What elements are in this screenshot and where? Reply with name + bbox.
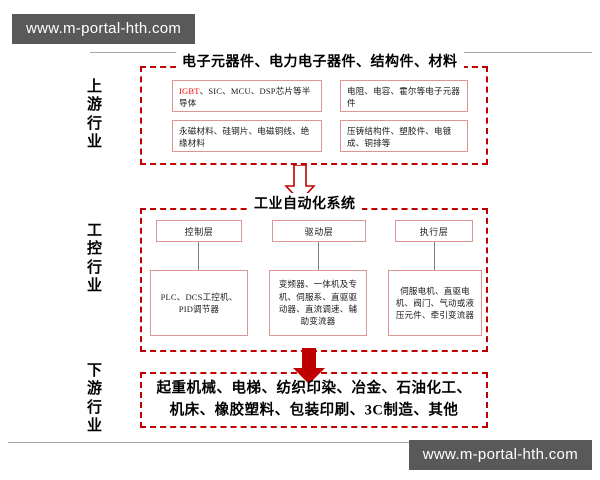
row-label-midstream: 工 控 行 业 (86, 223, 103, 294)
upstream-item-structural-parts: 压铸结构件、塑胶件、电镀成、铜排等 (340, 120, 468, 152)
upstream-item-magnetic-materials: 永磁材料、硅钢片、电磁铜线、绝缘材料 (172, 120, 322, 152)
arrow-down-solid-icon (293, 348, 325, 384)
upstream-item-2-text: 永磁材料、硅钢片、电磁铜线、绝缘材料 (179, 126, 310, 149)
layer-head-execution: 执行层 (395, 220, 473, 242)
layer-body-execution: 伺服电机、直驱电机、阀门、气动或液压元件、牵引变流器 (388, 270, 482, 336)
layer-body-execution-text: 伺服电机、直驱电机、阀门、气动或液压元件、牵引变流器 (395, 285, 475, 321)
row-label-upstream: 上 游 行 业 (86, 79, 103, 150)
igbt-highlight-text: IGBT (179, 86, 200, 96)
upstream-item-3-text: 压铸结构件、塑胶件、电镀成、铜排等 (347, 126, 452, 149)
row-label-downstream: 下 游 行 业 (86, 363, 103, 434)
layer-body-drive-text: 变频器、一体机及专机、伺服系、直驱驱动器、直流调速、辅助变流器 (278, 279, 358, 327)
downstream-line-2: 机床、橡胶塑料、包装印刷、3C制造、其他 (169, 403, 459, 419)
connector-line-drive (318, 242, 319, 270)
connector-line-control (198, 242, 199, 270)
watermark-top: www.m-portal-hth.com (12, 14, 196, 44)
layer-head-drive: 驱动层 (272, 220, 366, 242)
upstream-item-semiconductors: IGBT、SIC、MCU、DSP芯片等半导体 (172, 80, 322, 112)
connector-line-execution (434, 242, 435, 270)
upstream-item-1-text: 电阻、电容、霍尔等电子元器件 (347, 86, 461, 109)
upstream-item-passive-components: 电阻、电容、霍尔等电子元器件 (340, 80, 468, 112)
downstream-dashed-container: 起重机械、电梯、纺织印染、冶金、石油化工、 机床、橡胶塑料、包装印刷、3C制造、… (140, 372, 488, 428)
downstream-line-1: 起重机械、电梯、纺织印染、冶金、石油化工、 (156, 380, 472, 397)
watermark-bottom: www.m-portal-hth.com (408, 440, 592, 470)
layer-body-control: PLC、DCS工控机、PID调节器 (150, 270, 248, 336)
layer-body-drive: 变频器、一体机及专机、伺服系、直驱驱动器、直流调速、辅助变流器 (269, 270, 367, 336)
upstream-item-0-text: 、SIC、MCU、DSP芯片等半导体 (179, 86, 311, 109)
layer-body-control-text: PLC、DCS工控机、PID调节器 (160, 291, 238, 314)
layer-head-control: 控制层 (156, 220, 242, 242)
arrow-midstream-to-downstream (290, 348, 328, 391)
downstream-applications-text: 起重机械、电梯、纺织印染、冶金、石油化工、 机床、橡胶塑料、包装印刷、3C制造、… (142, 378, 486, 423)
upstream-section-title: 电子元器件、电力电子器件、结构件、材料 (176, 51, 464, 71)
bottom-divider-rule (8, 442, 592, 443)
midstream-section-title: 工业自动化系统 (248, 193, 362, 213)
